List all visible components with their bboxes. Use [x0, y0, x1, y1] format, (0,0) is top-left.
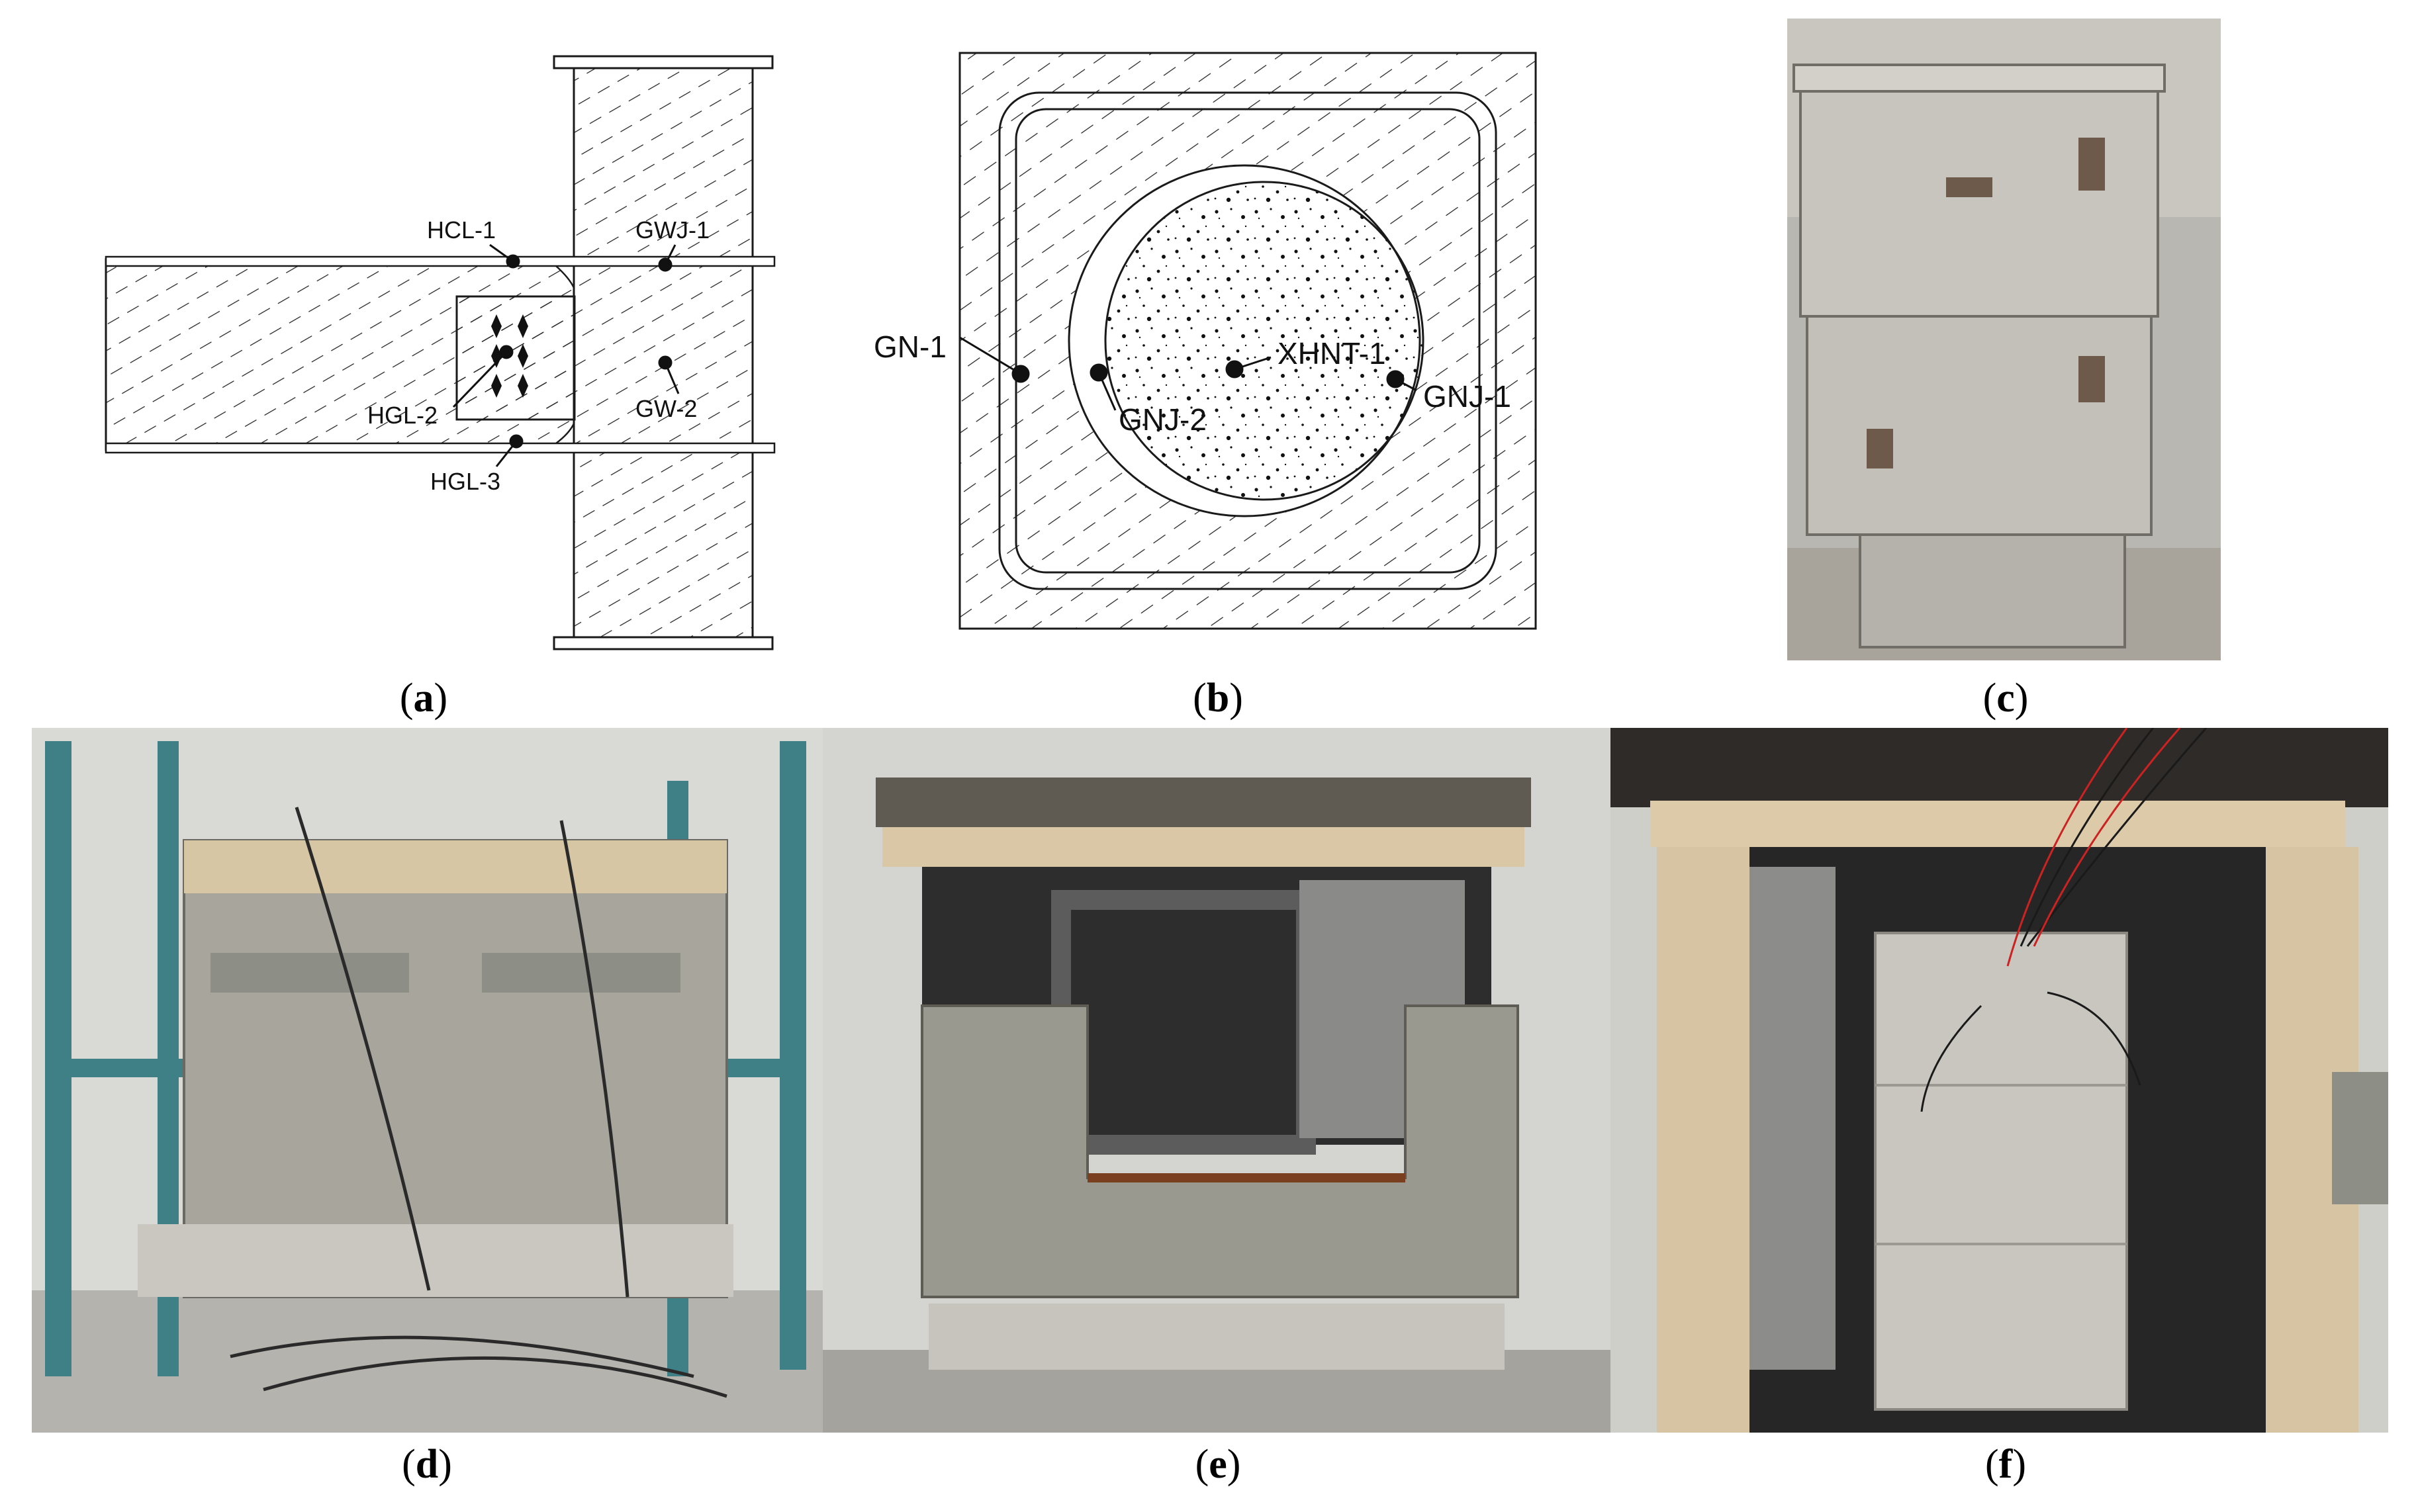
panel-a-joint-diagram: HCL-1 GWJ-1 HGL-2 GW-2 HGL-3	[105, 55, 776, 650]
specimen-block	[1874, 932, 2128, 1411]
caption-c: (c)	[1982, 676, 2029, 721]
furnace-door	[921, 1004, 1519, 1298]
label-gnj1: GNJ-1	[1423, 379, 1511, 414]
beam-bottom-flange	[105, 442, 776, 454]
beam-top-flange	[105, 255, 776, 267]
web-splice-plate	[455, 295, 576, 421]
caption-f: (f)	[1985, 1442, 2026, 1487]
label-gn1: GN-1	[874, 330, 947, 364]
caption-d: (d)	[402, 1442, 452, 1487]
column-top-plate	[553, 55, 774, 69]
panel-b-section-diagram: GN-1 XHNT-1 GNJ-2 GNJ-1	[874, 52, 1537, 630]
label-gw2: GW-2	[635, 395, 697, 422]
photo-c-specimen	[1787, 19, 2221, 660]
steel-tube-inner	[1015, 108, 1481, 574]
column-bottom-plate	[553, 636, 774, 650]
photo-d-furnace-side	[32, 728, 823, 1433]
photo-e-open-furnace	[823, 728, 1610, 1433]
label-hcl1: HCL-1	[427, 216, 496, 244]
furnace-roof	[876, 778, 1531, 827]
column-body	[573, 65, 754, 643]
label-hgl2: HGL-2	[367, 402, 438, 429]
label-xhnt1: XHNT-1	[1278, 336, 1386, 371]
caption-b: (b)	[1193, 676, 1243, 721]
concrete-core	[1104, 181, 1424, 501]
label-gwj1: GWJ-1	[635, 216, 710, 244]
bolt-group	[491, 314, 528, 398]
steel-tube-outer	[998, 91, 1497, 590]
photo-f-specimen-in-furnace	[1610, 728, 2388, 1433]
caption-a: (a)	[399, 676, 448, 721]
label-gnj2: GNJ-2	[1119, 402, 1207, 437]
caption-e: (e)	[1195, 1442, 1241, 1487]
label-hgl3: HGL-3	[430, 468, 500, 495]
specimen-stack	[1792, 64, 2166, 648]
furnace-body	[183, 839, 728, 1298]
